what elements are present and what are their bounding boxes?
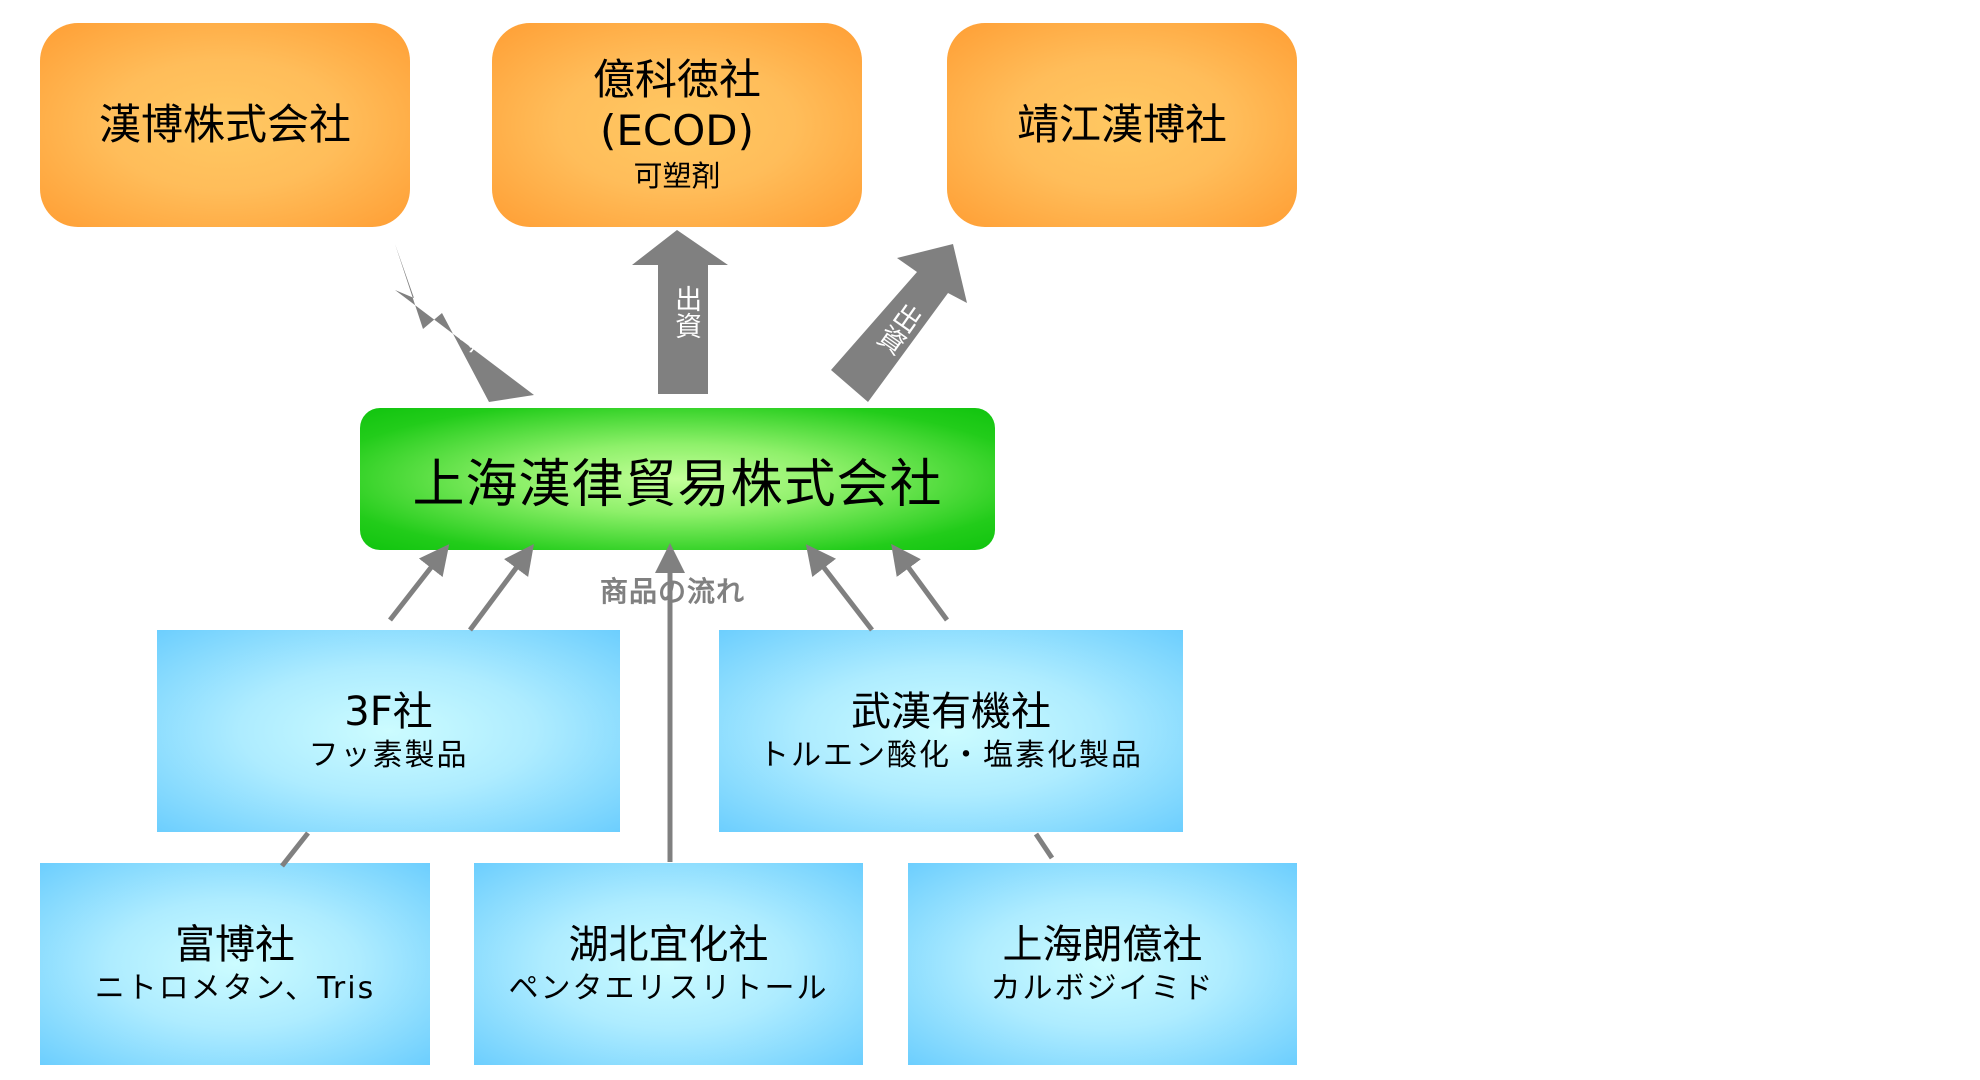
company-box-hanbo: 漢博株式会社	[40, 23, 410, 227]
supplier-box-shanghai-langyi: 上海朗億社 カルボジイミド	[908, 863, 1297, 1065]
supplier-product: カルボジイミド	[990, 970, 1215, 1006]
company-name-abbrev: (ECOD)	[599, 106, 755, 156]
hub-company-box: 上海漢律貿易株式会社	[360, 408, 995, 550]
supplier-name: 3F社	[344, 688, 433, 735]
flow-arrow-3f-1	[388, 544, 450, 622]
flow-arrow-wuhan-2	[891, 543, 950, 622]
supplier-box-hubei-yihua: 湖北宜化社 ペンタエリスリトール	[474, 863, 863, 1065]
supplier-name: 武漢有機社	[851, 688, 1051, 735]
supplier-product: ペンタエリスリトール	[508, 970, 829, 1006]
supplier-product: トルエン酸化・塩素化製品	[759, 737, 1143, 773]
investment-label-text: 出資	[670, 285, 702, 339]
supplier-name: 上海朗億社	[1002, 921, 1203, 968]
supplier-box-3f: 3F社 フッ素製品	[157, 630, 620, 832]
company-name: 靖江漢博社	[1016, 100, 1227, 150]
investment-label-text: 出資	[869, 296, 926, 359]
company-name: 漢博株式会社	[98, 100, 351, 150]
investment-label-right: 出資	[868, 295, 928, 359]
supplier-name: 富博社	[175, 921, 295, 968]
goods-flow-label: 商品の流れ	[600, 575, 746, 608]
supplier-box-wuhan-organic: 武漢有機社 トルエン酸化・塩素化製品	[719, 630, 1183, 832]
flow-arrow-wuhan-1	[805, 544, 874, 632]
company-box-ecod: 億科徳社 (ECOD) 可塑剤	[492, 23, 862, 227]
company-name: 億科徳社	[592, 55, 761, 105]
supplier-box-fubo: 富博社 ニトロメタン、Tris	[40, 863, 430, 1065]
company-box-jingjiang-hanbo: 靖江漢博社	[947, 23, 1297, 227]
supplier-product: フッ素製品	[308, 737, 469, 773]
investment-label-text: 出資	[434, 295, 491, 358]
investment-label-left: 出資	[433, 295, 493, 359]
flow-arrow-3f-2	[467, 543, 534, 632]
connector-langyi-wuhan	[1033, 832, 1055, 860]
connector-fubo-3f	[280, 831, 310, 868]
hub-company-name: 上海漢律貿易株式会社	[412, 454, 943, 515]
company-product: 可塑剤	[633, 158, 721, 193]
investment-label-center: 出資	[668, 285, 703, 339]
supplier-product: ニトロメタン、Tris	[94, 970, 376, 1006]
supplier-name: 湖北宜化社	[568, 921, 769, 968]
